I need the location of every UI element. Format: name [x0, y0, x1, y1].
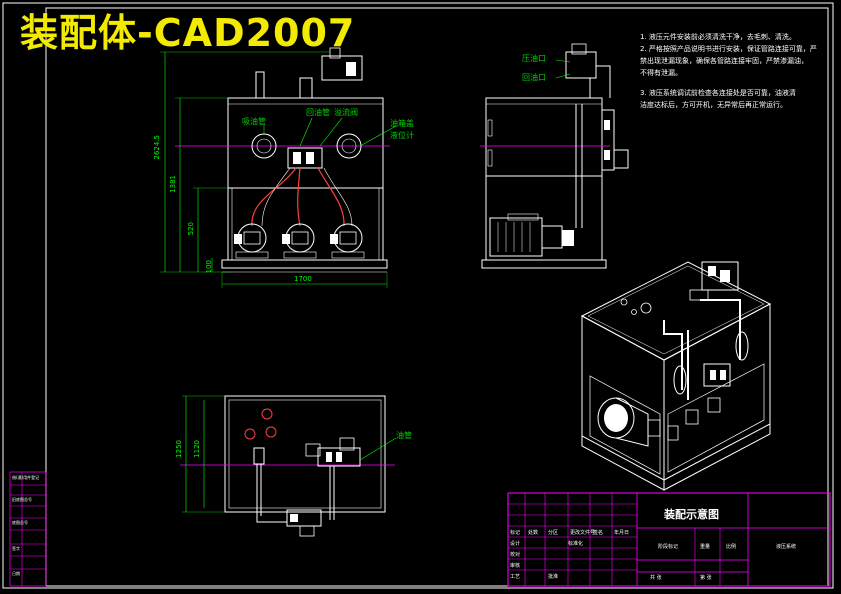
note-2c: 不得有泄漏。 [640, 69, 682, 77]
label-relief-valve: 溢流阀 [334, 108, 358, 117]
label-suction-pipe: 吸油管 [242, 117, 266, 126]
top-view [180, 395, 397, 537]
dim-low-height: 520 [187, 222, 195, 236]
label-tank-cover: 油箱盖 [390, 119, 414, 128]
strip-base: 底图总号 [12, 520, 28, 525]
sheet-border [2, 2, 834, 589]
front-view [160, 47, 397, 288]
titleblock-weight: 重量 [700, 544, 711, 550]
titleblock-row-change: 更改文件号 [570, 530, 596, 536]
dim-width: 1700 [294, 275, 312, 283]
titleblock-row-date: 年月日 [614, 530, 630, 536]
titleblock-row-zone: 分区 [548, 530, 559, 536]
titleblock-check: 校对 [510, 552, 521, 558]
drawing-title: 装配体-CAD2007 [20, 11, 356, 55]
drawing-frame [45, 7, 829, 587]
titleblock-material: 液压系统 [776, 544, 797, 550]
label-oil-pipe: 油管 [396, 431, 412, 440]
titleblock-review: 审核 [510, 563, 521, 569]
titleblock-process: 工艺 [510, 574, 521, 580]
titleblock-row-sign: 签名 [593, 530, 604, 536]
label-return-port: 回油口 [522, 73, 546, 82]
titleblock-design: 设计 [510, 541, 521, 547]
dim-depth-inner: 1120 [193, 440, 201, 458]
dim-base-height: 100 [205, 260, 213, 274]
dim-main-height: 1381 [169, 175, 177, 193]
titleblock-stage: 阶段标记 [658, 544, 679, 550]
label-level-gauge: 液位计 [390, 131, 414, 140]
note-3: 3. 液压系统调试前检查各连接处是否可靠，油液清 [640, 89, 796, 97]
strip-date: 日期 [12, 571, 20, 576]
titleblock-approve: 批准 [548, 574, 559, 580]
note-2b: 禁出现泄漏现象，确保各管路连接牢固，严禁渗漏油， [640, 57, 808, 65]
titleblock-total-sheets: 共 张 [650, 575, 662, 581]
dim-overall-height: 2624.5 [153, 135, 161, 160]
strip-sign: 签字 [12, 546, 20, 551]
titleblock-row-count: 处数 [528, 530, 539, 536]
strip-old-base: 旧底图总号 [12, 497, 32, 502]
note-2: 2. 严格按照产品说明书进行安装，保证管路连接可靠，严 [640, 45, 817, 53]
titleblock-drawing-title: 装配示意图 [664, 508, 719, 521]
note-3b: 洁度达标后，方可开机，无异常后再正常运行。 [640, 101, 787, 109]
titleblock-standard: 标准化 [568, 541, 584, 547]
label-return-pipe: 回油管 [306, 108, 330, 117]
dim-depth-outer: 1250 [175, 440, 183, 458]
isometric-view [580, 261, 772, 491]
titleblock-scale: 比例 [726, 544, 737, 550]
title-block [507, 492, 831, 587]
left-strip [9, 471, 47, 587]
titleblock-row-mark: 标记 [510, 530, 521, 536]
titleblock-sheet-no: 第 张 [700, 575, 712, 581]
label-pressure-port: 压油口 [522, 54, 546, 63]
note-1: 1. 液压元件安装前必须清洗干净，去毛刺、清洗。 [640, 33, 796, 41]
strip-borrow: 借(通)用件登记 [12, 475, 40, 480]
side-view [480, 43, 629, 269]
